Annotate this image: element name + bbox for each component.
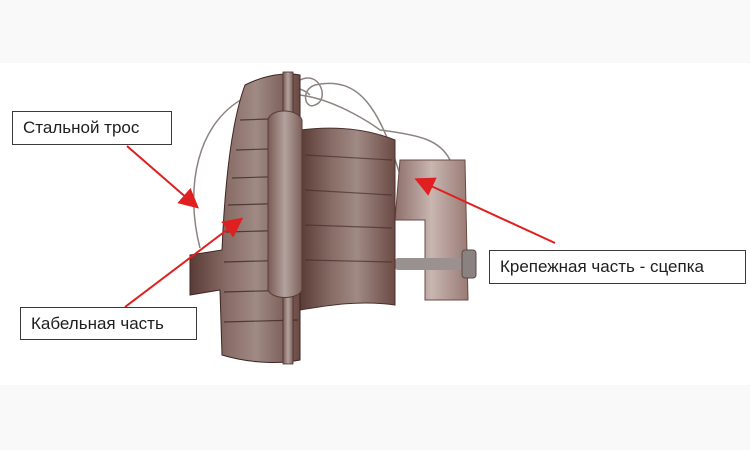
hinge-pin [267, 71, 303, 365]
fastener-bracket [394, 159, 477, 301]
top-background-band [0, 0, 750, 63]
cable-clamp-rear-shell [299, 127, 396, 311]
bottom-background-band [0, 385, 750, 450]
cable-part-label: Кабельная часть [20, 307, 197, 340]
steel-cable-label: Стальной трос [12, 111, 172, 145]
fastener-part-label: Крепежная часть - сцепка [489, 250, 746, 284]
annotation-arrows [124, 145, 556, 308]
